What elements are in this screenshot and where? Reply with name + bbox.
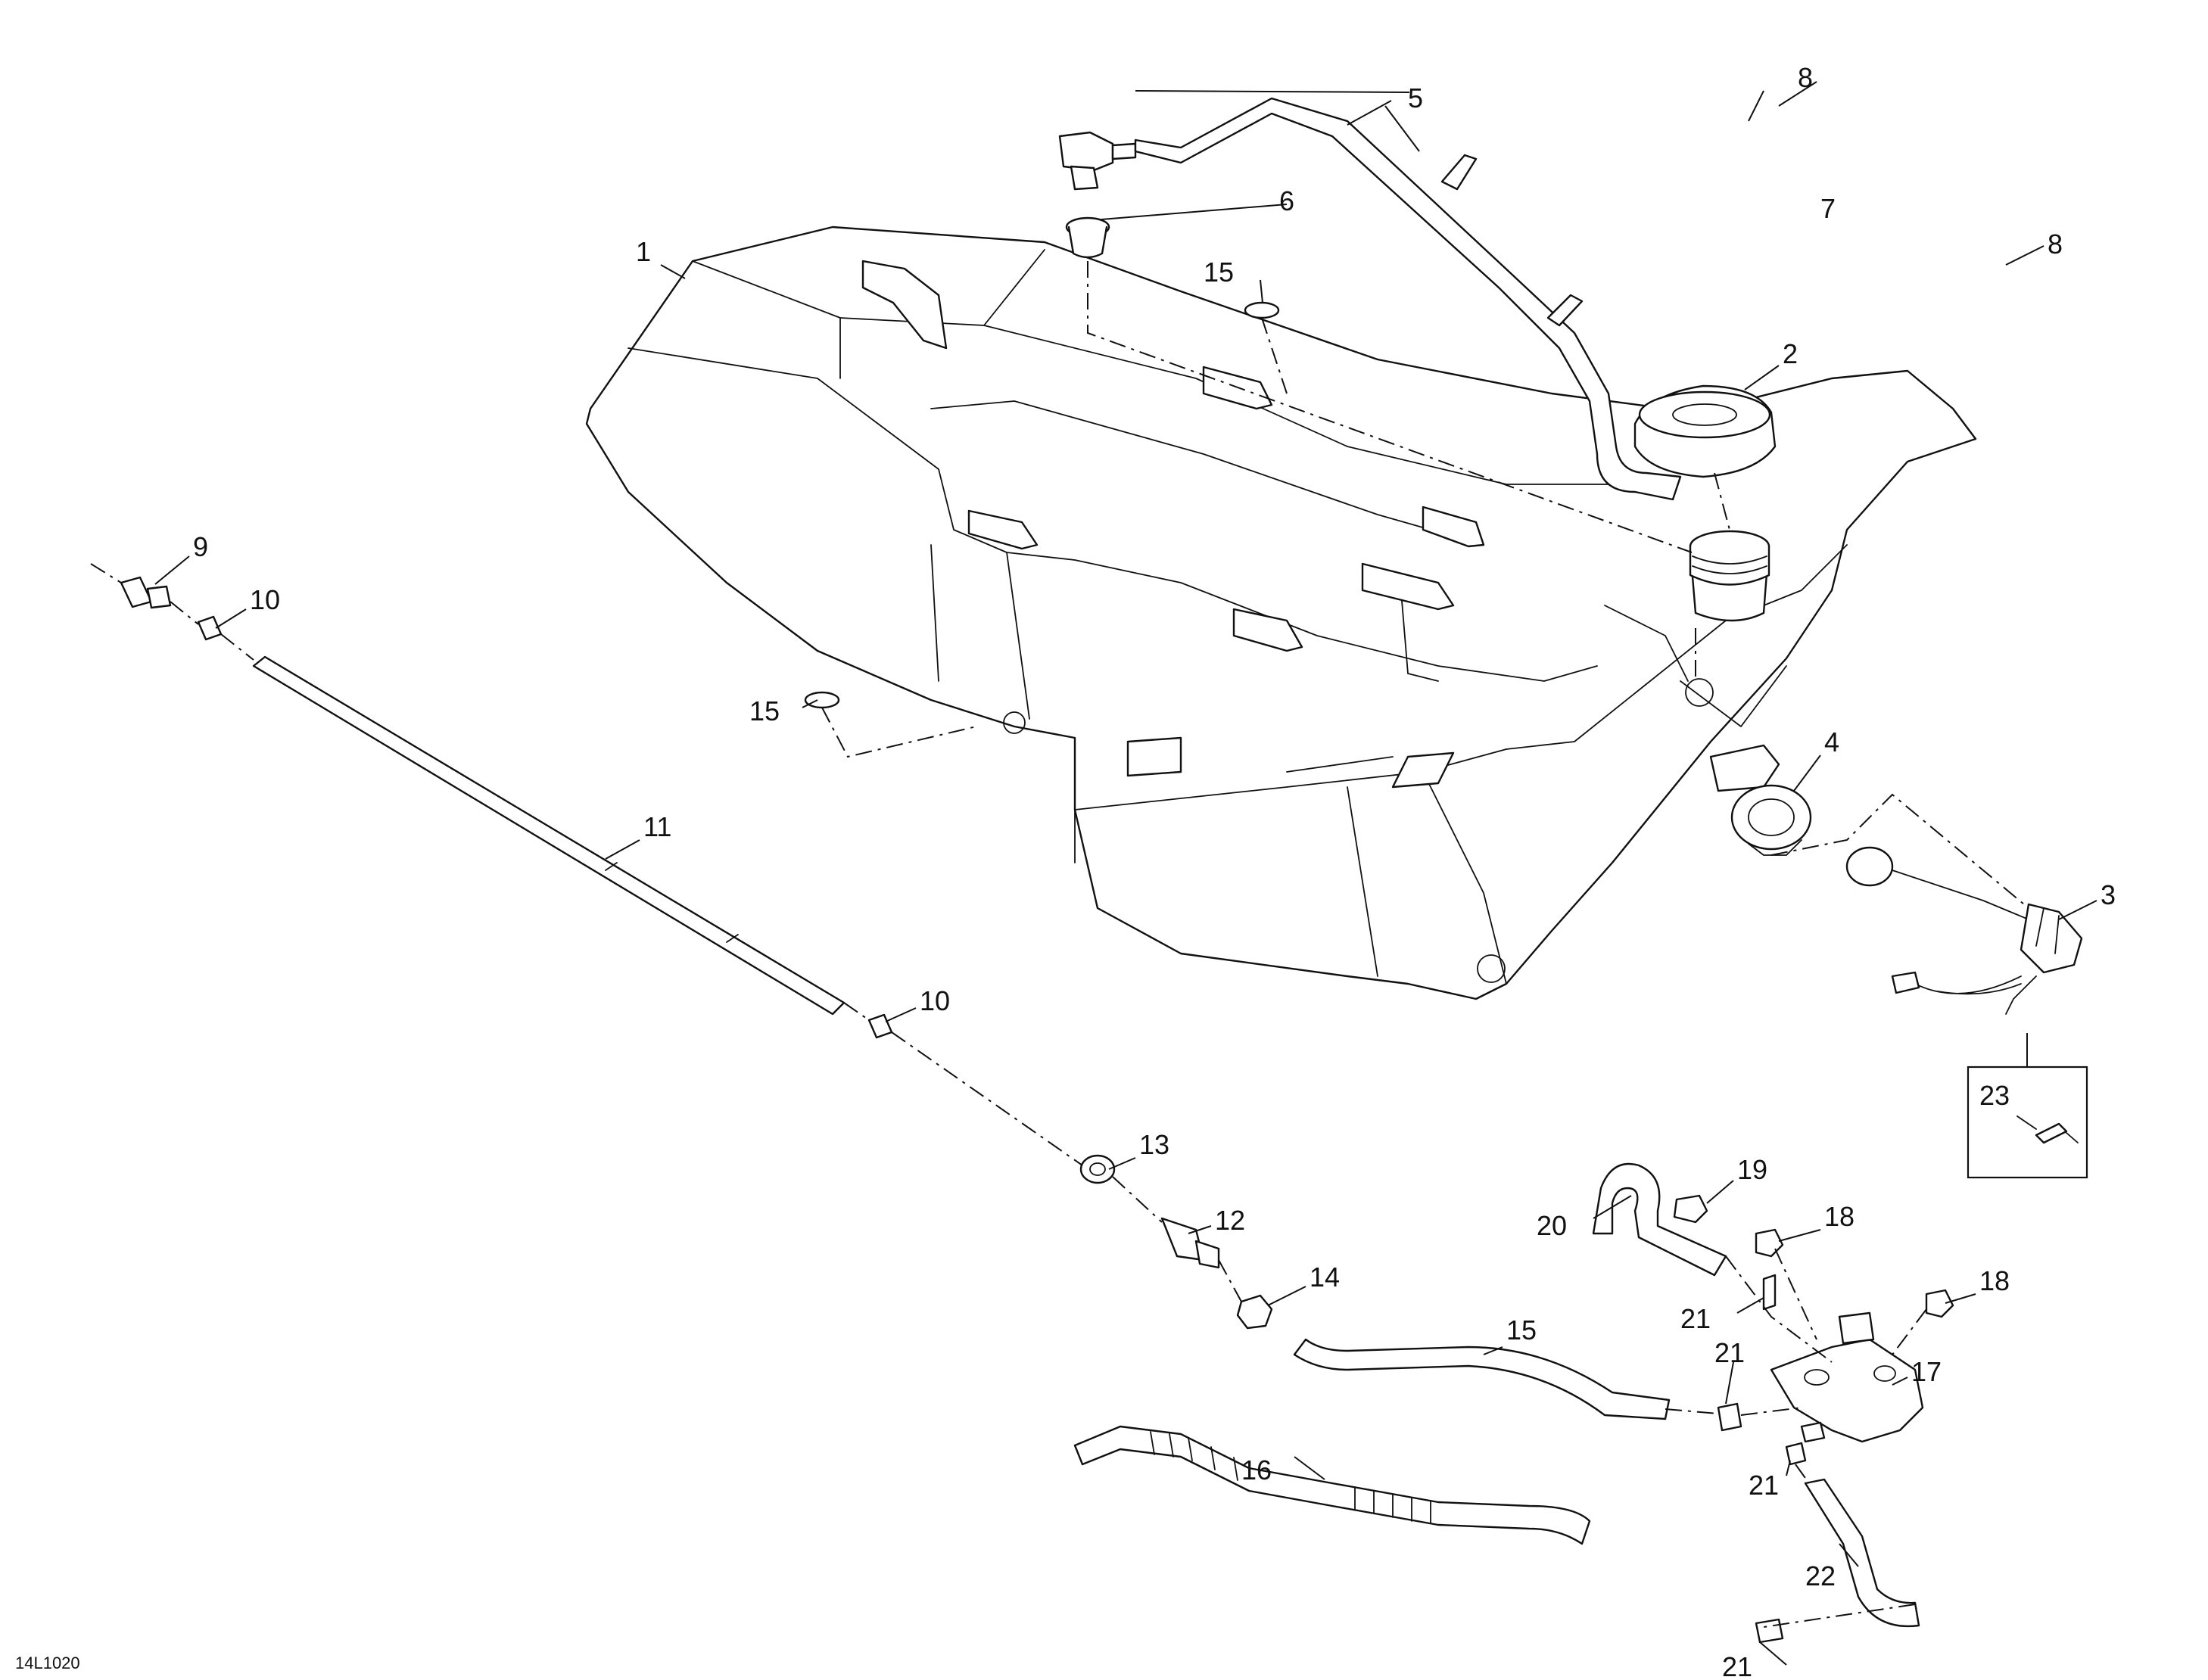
clamp-21-d bbox=[1755, 1618, 1784, 1644]
clamp-21-b bbox=[1717, 1402, 1742, 1432]
callout-21-d: 21 bbox=[1722, 1651, 1752, 1680]
hose-22 bbox=[1804, 1478, 1920, 1628]
leader-lines bbox=[154, 81, 2097, 1666]
callout-4: 4 bbox=[1824, 726, 1839, 758]
clamp-21-a bbox=[1762, 1274, 1777, 1311]
vent-valve bbox=[1058, 131, 1137, 191]
callout-labels: 1 2 3 4 5 6 7 8 8 9 10 10 11 12 13 14 15… bbox=[193, 62, 2116, 1680]
grommet-13 bbox=[1079, 1154, 1116, 1184]
callout-14: 14 bbox=[1310, 1262, 1340, 1293]
detail-box-23 bbox=[1967, 1033, 2088, 1179]
callout-5: 5 bbox=[1408, 82, 1423, 114]
callout-2: 2 bbox=[1783, 338, 1798, 369]
fuel-hose-15 bbox=[1293, 1338, 1671, 1420]
callout-15-left: 15 bbox=[749, 695, 780, 726]
grommet bbox=[1065, 216, 1110, 259]
grommet-15-top bbox=[1244, 301, 1280, 319]
callout-19: 19 bbox=[1737, 1154, 1767, 1185]
cap-19 bbox=[1673, 1194, 1708, 1224]
retaining-ring bbox=[1730, 784, 1812, 856]
fuel-tank bbox=[585, 226, 1977, 1000]
figure-reference: 14L1020 bbox=[15, 1654, 80, 1672]
vent-hose bbox=[1134, 97, 1682, 501]
callout-17: 17 bbox=[1911, 1356, 1942, 1387]
clamp-21-c bbox=[1785, 1442, 1807, 1466]
screw-18-lower bbox=[1925, 1289, 1954, 1318]
callout-9: 9 bbox=[193, 531, 208, 562]
callout-11: 11 bbox=[643, 811, 671, 842]
callout-15-top: 15 bbox=[1204, 257, 1234, 288]
assembly-lines bbox=[90, 261, 2029, 1628]
callout-8-upper: 8 bbox=[1798, 62, 1813, 93]
grommet-15-left bbox=[804, 691, 840, 709]
callout-13: 13 bbox=[1139, 1129, 1169, 1160]
callout-22: 22 bbox=[1805, 1560, 1836, 1591]
clamp-lower bbox=[1546, 294, 1584, 327]
clamp-upper bbox=[1440, 154, 1478, 191]
callout-18-lower: 18 bbox=[1979, 1265, 2010, 1296]
fitting-12 bbox=[1160, 1217, 1220, 1269]
callout-12: 12 bbox=[1215, 1205, 1245, 1236]
callout-20: 20 bbox=[1537, 1210, 1567, 1241]
callout-21-a: 21 bbox=[1680, 1303, 1711, 1334]
callout-3: 3 bbox=[2101, 879, 2116, 910]
clamp-10-lower bbox=[867, 1013, 893, 1039]
callout-21-b: 21 bbox=[1714, 1337, 1745, 1368]
callout-10-upper: 10 bbox=[250, 584, 280, 615]
callout-1: 1 bbox=[636, 236, 651, 267]
callout-10-lower: 10 bbox=[920, 985, 950, 1016]
callout-21-c: 21 bbox=[1749, 1470, 1779, 1501]
callout-7: 7 bbox=[1820, 193, 1836, 224]
fuel-level-sensor bbox=[1845, 846, 2083, 1015]
hose-20 bbox=[1592, 1162, 1727, 1277]
callout-16: 16 bbox=[1241, 1454, 1272, 1486]
callout-15-hose: 15 bbox=[1506, 1314, 1537, 1346]
callout-8-lower: 8 bbox=[2048, 229, 2063, 260]
hose-fitting bbox=[120, 576, 172, 609]
callout-6: 6 bbox=[1279, 185, 1294, 216]
fuel-valve bbox=[1770, 1311, 1924, 1443]
screw-18-upper bbox=[1755, 1228, 1784, 1258]
callout-23: 23 bbox=[1979, 1080, 2010, 1111]
nut-14 bbox=[1236, 1294, 1273, 1330]
hose-16 bbox=[1073, 1425, 1591, 1545]
clamp-10-upper bbox=[197, 615, 223, 641]
callout-18-upper: 18 bbox=[1824, 1201, 1855, 1232]
filler-cap bbox=[1633, 384, 1777, 478]
